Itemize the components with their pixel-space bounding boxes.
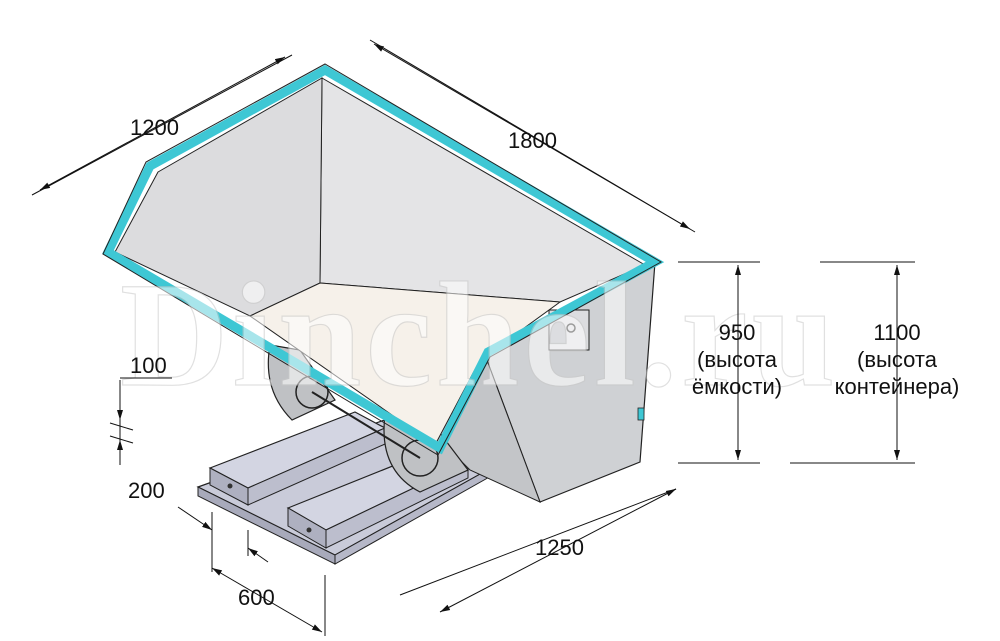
dim-tank-height-value: 950 — [719, 320, 756, 345]
axle — [311, 391, 421, 459]
dim-container-height-line1: (высота — [857, 347, 938, 372]
dim-container-height-value: 1100 — [873, 320, 920, 345]
watermark: Dinchel.ru — [120, 252, 839, 418]
dim-base-offset-label: 100 — [130, 353, 167, 378]
bolt-hole — [306, 527, 312, 533]
lock-hole-icon — [566, 323, 576, 333]
dim-tank-height-line1: (высота — [697, 347, 778, 372]
dim-width-label: 1200 — [130, 115, 179, 140]
dim-length-label: 1800 — [508, 128, 557, 153]
side-latch — [637, 407, 645, 421]
dimension-lines — [31, 39, 915, 636]
dim-skid-spacing-label: 600 — [238, 585, 275, 610]
dim-container-height-line2: контейнера) — [835, 374, 960, 399]
bolt-hole — [227, 483, 233, 489]
dim-depth-label: 1250 — [535, 535, 584, 560]
dim-skid-height-label: 200 — [128, 478, 165, 503]
dim-tank-height-line2: ёмкости) — [692, 374, 782, 399]
